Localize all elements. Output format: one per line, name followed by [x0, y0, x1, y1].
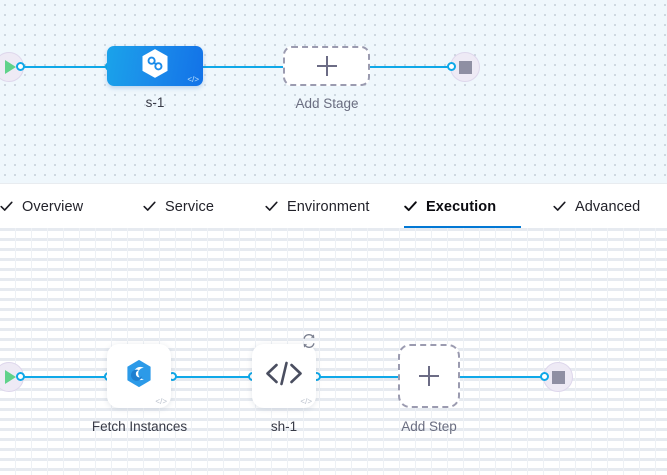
- step-sh-1-label: sh-1: [270, 419, 298, 434]
- stage-config-tabs: Overview Service Environment Execution: [0, 183, 667, 229]
- add-stage-label: Add Stage: [295, 96, 359, 111]
- plus-icon: [316, 56, 337, 76]
- play-icon: [5, 60, 16, 74]
- tab-underline-active: [404, 226, 521, 229]
- steps-start-port[interactable]: [16, 372, 25, 381]
- step-fetch-instances-label: Fetch Instances: [91, 419, 188, 434]
- tab-service[interactable]: Service: [143, 184, 224, 229]
- tab-service-label: Service: [165, 198, 215, 215]
- play-icon: [5, 370, 16, 384]
- add-step-label: Add Step: [401, 419, 457, 434]
- check-icon: [0, 200, 13, 213]
- deployment-hexagon-icon: [140, 48, 170, 85]
- step-code-badge-icon: </>: [155, 397, 167, 406]
- stage-s-1-label: s-1: [145, 95, 165, 110]
- edge-fetch-to-sh1: [172, 376, 257, 378]
- stage-code-badge-icon: </>: [187, 75, 199, 84]
- add-stage-button[interactable]: [283, 46, 370, 86]
- edge-sh1-to-addstep: [314, 376, 402, 378]
- step-node-fetch-instances[interactable]: </>: [107, 344, 171, 408]
- edge-start-to-fetch: [20, 376, 115, 378]
- pipeline-stages-canvas[interactable]: </> s-1 Add Stage: [0, 0, 667, 183]
- check-icon: [143, 200, 156, 213]
- stop-icon: [458, 60, 472, 74]
- code-icon: [264, 361, 304, 392]
- fetch-instances-hexagon-icon: [125, 359, 153, 394]
- stages-start-port[interactable]: [16, 62, 25, 71]
- tab-execution[interactable]: Execution: [404, 184, 521, 229]
- tab-environment[interactable]: Environment: [265, 184, 377, 229]
- execution-steps-canvas[interactable]: </> Fetch Instances: [0, 228, 667, 475]
- check-icon: [404, 200, 417, 213]
- plus-icon: [419, 366, 439, 386]
- tab-environment-label: Environment: [287, 198, 370, 215]
- tab-advanced-label: Advanced: [575, 198, 641, 215]
- tab-advanced[interactable]: Advanced: [553, 184, 657, 229]
- loop-retry-icon: [300, 332, 318, 355]
- steps-end-port[interactable]: [540, 372, 549, 381]
- step-code-badge-icon: </>: [300, 397, 312, 406]
- stages-end-port[interactable]: [447, 62, 456, 71]
- edge-start-to-stage: [20, 66, 110, 68]
- tab-overview-label: Overview: [22, 198, 84, 215]
- stages-start-node[interactable]: [0, 52, 24, 82]
- add-step-button[interactable]: [398, 344, 460, 408]
- check-icon: [265, 200, 278, 213]
- stop-icon: [551, 370, 565, 384]
- step-node-sh-1[interactable]: </>: [252, 334, 316, 408]
- edge-addstep-to-end: [458, 376, 548, 378]
- check-icon: [553, 200, 566, 213]
- tab-overview[interactable]: Overview: [0, 184, 94, 229]
- tab-execution-label: Execution: [426, 198, 497, 215]
- stage-node-s-1[interactable]: </>: [107, 46, 203, 86]
